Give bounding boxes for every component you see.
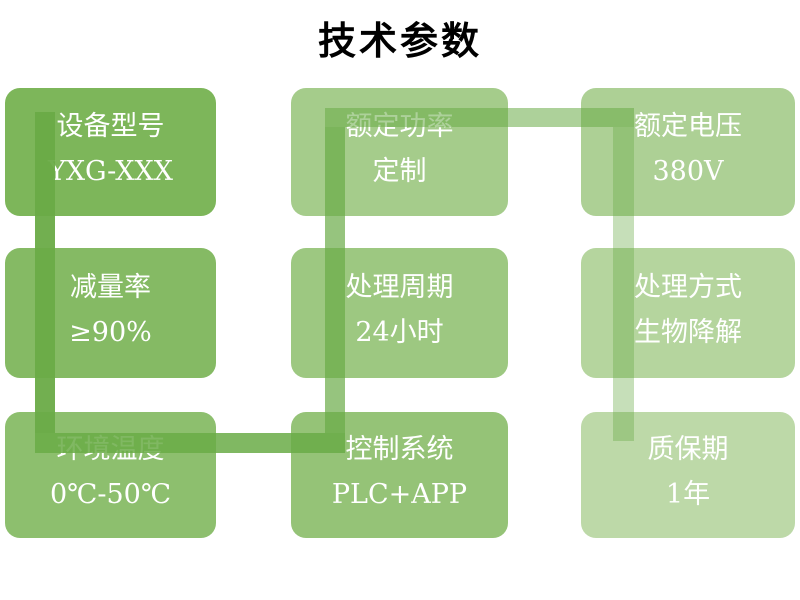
box-label: 减量率 xyxy=(70,271,151,303)
box-value: PLC+APP xyxy=(331,478,468,510)
box-label: 处理方式 xyxy=(634,271,742,303)
box-label: 额定电压 xyxy=(634,110,742,142)
box-value: 0℃-50℃ xyxy=(49,478,172,510)
param-box-rated-voltage: 额定电压 380V xyxy=(581,88,795,216)
box-value: ≥90% xyxy=(69,316,152,348)
connector-segment-col3-down xyxy=(613,127,634,441)
box-label: 处理周期 xyxy=(345,271,454,303)
box-label: 设备型号 xyxy=(56,110,165,142)
param-box-warranty-period: 质保期 1年 xyxy=(581,412,795,538)
param-box-control-system: 控制系统 PLC+APP xyxy=(291,412,508,538)
connector-segment-top-across xyxy=(325,108,634,127)
connector-segment-col2-up xyxy=(325,127,345,433)
box-value: 380V xyxy=(652,155,724,187)
connector-segment-col1-down xyxy=(35,112,55,433)
box-value: 生物降解 xyxy=(634,316,742,348)
page-title: 技术参数 xyxy=(317,19,482,63)
param-box-process-cycle: 处理周期 24小时 xyxy=(291,248,508,378)
box-value: 定制 xyxy=(372,155,427,187)
box-value: 24小时 xyxy=(355,316,444,348)
box-label: 质保期 xyxy=(647,433,729,465)
box-value: YXG-XXX xyxy=(48,155,173,187)
box-label: 控制系统 xyxy=(345,433,454,465)
param-box-process-method: 处理方式 生物降解 xyxy=(581,248,795,378)
box-value: 1年 xyxy=(665,478,711,510)
connector-segment-bottom-across xyxy=(35,433,345,453)
